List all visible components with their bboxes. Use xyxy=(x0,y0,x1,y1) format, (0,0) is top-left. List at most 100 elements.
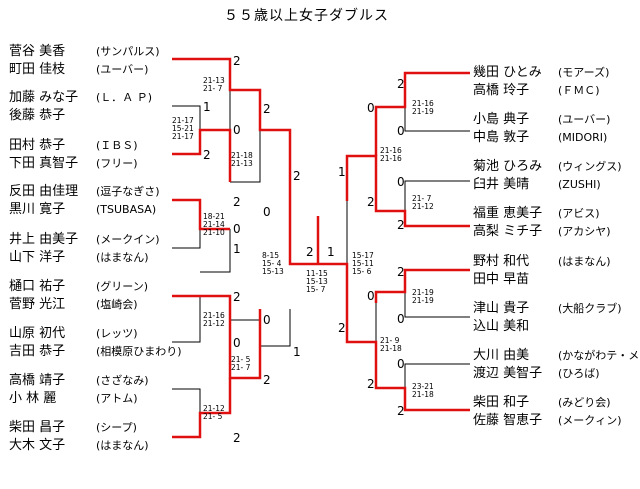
games-mark: 2 xyxy=(233,195,241,209)
games-mark: 2 xyxy=(233,431,241,445)
score-left-r2d: 21-12 21- 5 xyxy=(203,404,225,421)
club-name: (アビス) xyxy=(558,207,600,220)
player-name: 幾田 ひとみ xyxy=(473,65,542,80)
club-name: (フリー) xyxy=(96,157,138,170)
player-name: 菅谷 美香 xyxy=(9,44,66,59)
player-name: 田村 恭子 xyxy=(9,138,66,153)
player-name: 後藤 恭子 xyxy=(9,108,66,123)
player-name: 井上 由美子 xyxy=(9,232,79,247)
club-name: (ＦＭＣ) xyxy=(558,84,600,97)
club-name: (はまなん) xyxy=(96,251,149,264)
club-name: (さざなみ) xyxy=(96,374,149,387)
games-mark: 2 xyxy=(397,265,405,279)
club-name: (逗子なぎさ) xyxy=(96,185,160,198)
player-name: 柴田 和子 xyxy=(473,395,530,410)
club-name: (ZUSHI) xyxy=(558,178,601,191)
score-right-r2a: 21-16 21-19 xyxy=(412,99,434,116)
score-final: 11-15 15-13 15- 7 xyxy=(306,269,328,294)
player-name: 高橋 玲子 xyxy=(473,83,530,98)
player-name: 菊池 ひろみ xyxy=(473,159,543,174)
player-name: 山下 洋子 xyxy=(9,250,66,265)
club-name: (はまなん) xyxy=(558,255,611,268)
games-mark: 0 xyxy=(367,289,375,303)
player-name: 高梨 ミチ子 xyxy=(473,224,543,239)
score-left-r1: 21-17 15-21 21-17 xyxy=(172,116,194,141)
games-mark: 2 xyxy=(293,169,301,183)
club-name: (メークイン) xyxy=(96,233,160,246)
player-name: 大川 由美 xyxy=(473,348,530,363)
club-name: (ユーバー) xyxy=(558,113,611,126)
player-name: 野村 和代 xyxy=(473,254,530,269)
player-name: 込山 美和 xyxy=(473,319,530,334)
games-mark: 0 xyxy=(233,222,241,236)
club-name: (かながわテ・メール) xyxy=(558,349,640,362)
games-mark: 1 xyxy=(327,245,335,259)
games-mark: 0 xyxy=(263,205,271,219)
player-name: 町田 佳枝 xyxy=(9,62,66,77)
score-right-r3b: 21- 9 21-18 xyxy=(380,336,402,353)
games-mark: 2 xyxy=(367,377,375,391)
player-name: 反田 由佳理 xyxy=(9,184,79,199)
score-right-semifinal: 15-17 15-11 15- 6 xyxy=(352,251,374,276)
player-name: 小 林 麗 xyxy=(9,391,57,406)
club-name: (アトム) xyxy=(96,392,138,405)
games-mark: 0 xyxy=(397,312,405,326)
club-name: (塩崎会) xyxy=(96,298,138,311)
score-right-r2d: 23-21 21-18 xyxy=(412,382,434,399)
games-mark: 2 xyxy=(233,54,241,68)
club-name: (MIDORI) xyxy=(558,131,608,144)
score-right-r2c: 21-19 21-19 xyxy=(412,288,434,305)
score-left-r2b: 18-21 21-14 21-10 xyxy=(203,212,225,237)
club-name: (シープ) xyxy=(96,421,137,434)
games-mark: 2 xyxy=(397,404,405,418)
club-name: (TSUBASA) xyxy=(96,203,157,216)
player-name: 黒川 寛子 xyxy=(9,202,66,217)
games-mark: 2 xyxy=(397,218,405,232)
player-name: 渡辺 美智子 xyxy=(473,366,543,381)
player-name: 津山 貴子 xyxy=(473,301,530,316)
player-name: 加藤 みな子 xyxy=(9,90,79,105)
player-name: 佐藤 智恵子 xyxy=(473,413,543,428)
score-left-r3b: 21- 5 21- 7 xyxy=(231,355,251,372)
club-name: (ひろば) xyxy=(558,367,600,380)
player-name: 田中 早苗 xyxy=(473,272,530,287)
club-name: (グリーン) xyxy=(96,280,149,293)
games-mark: 2 xyxy=(263,373,271,387)
club-name: (モアーズ) xyxy=(558,66,610,79)
club-name: (アカシヤ) xyxy=(558,225,611,238)
club-name: (ＩＢＳ) xyxy=(96,139,138,152)
club-name: (メークィン) xyxy=(558,414,622,427)
player-name: 臼井 美晴 xyxy=(473,177,530,192)
player-name: 下田 真智子 xyxy=(9,156,79,171)
player-name: 柴田 昌子 xyxy=(9,420,66,435)
games-mark: 0 xyxy=(397,357,405,371)
club-name: (サンパルス) xyxy=(96,45,160,58)
page-title: ５５歳以上女子ダブルス xyxy=(224,8,389,24)
games-mark: 2 xyxy=(263,102,271,116)
games-mark: 2 xyxy=(397,77,405,91)
games-mark: 0 xyxy=(367,101,375,115)
games-mark: 2 xyxy=(203,148,211,162)
club-name: (相模原ひまわり) xyxy=(96,345,182,358)
games-mark: 2 xyxy=(233,290,241,304)
score-right-r3a: 21-16 21-16 xyxy=(380,146,402,163)
player-name: 菅野 光江 xyxy=(9,297,66,312)
games-mark: 0 xyxy=(233,336,241,350)
club-name: (ユーバー) xyxy=(96,63,149,76)
club-name: (はまなん) xyxy=(96,439,149,452)
player-name: 山原 初代 xyxy=(9,326,66,341)
games-mark: 0 xyxy=(397,124,405,138)
player-name: 大木 文子 xyxy=(9,438,66,453)
score-left-r2a: 21-13 21- 7 xyxy=(203,76,225,93)
player-name: 福重 恵美子 xyxy=(473,206,543,221)
club-name: (レッツ) xyxy=(96,327,138,340)
score-left-r3a: 21-18 21-13 xyxy=(231,151,253,168)
player-name: 樋口 祐子 xyxy=(9,279,66,294)
games-mark: 0 xyxy=(233,123,241,137)
club-name: (みどり会) xyxy=(558,396,611,409)
games-mark: 0 xyxy=(397,175,405,189)
player-name: 中島 敦子 xyxy=(473,130,530,145)
score-right-r2b: 21- 7 21-12 xyxy=(412,194,434,211)
games-mark: 1 xyxy=(203,100,211,114)
